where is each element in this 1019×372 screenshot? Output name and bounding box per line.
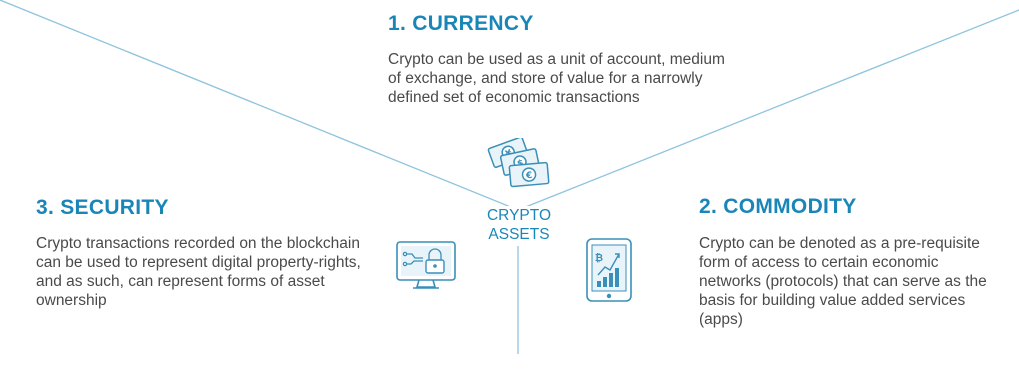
center-label-line2: ASSETS [488,226,550,243]
currency-title: 1. CURRENCY [388,12,534,35]
tablet-bitcoin-symbol: ₿ [595,252,603,264]
tablet-trend-arrowhead [615,253,620,258]
circuit-node-2 [402,261,408,267]
tablet-bar-1 [597,281,601,287]
circuit-trace-2 [405,260,423,265]
security-title: 3. SECURITY [36,196,169,219]
currency-description: Crypto can be used as a unit of account,… [388,51,725,106]
commodity-description: Crypto can be denoted as a pre-requisite… [699,235,987,328]
tablet-chart-icon: ₿ [586,238,632,302]
banknote-euro-symbol: € [525,171,533,182]
circuit-node-1 [402,251,408,257]
tablet-bar-4 [615,268,619,287]
padlock-shackle [428,248,442,260]
commodity-title: 2. COMMODITY [699,195,857,218]
connector-line-top-right [517,9,1019,211]
tablet-trend-line [597,253,620,276]
monitor-stand [415,279,437,288]
circuit-trace-1 [405,253,423,259]
banknote-dollar-symbol: $ [516,158,524,169]
tablet-bar-3 [609,273,613,287]
center-label: CRYPTO ASSETS [470,206,568,244]
tablet-bar-2 [603,277,607,287]
tablet-home-button [606,293,612,299]
center-label-line1: CRYPTO [486,207,552,224]
padlock-keyhole [433,264,437,268]
monitor-lock-icon [396,241,456,289]
banknotes-icon: ¥ $ € [487,138,550,188]
connector-line-top-left [0,0,519,211]
security-description: Crypto transactions recorded on the bloc… [36,235,361,309]
